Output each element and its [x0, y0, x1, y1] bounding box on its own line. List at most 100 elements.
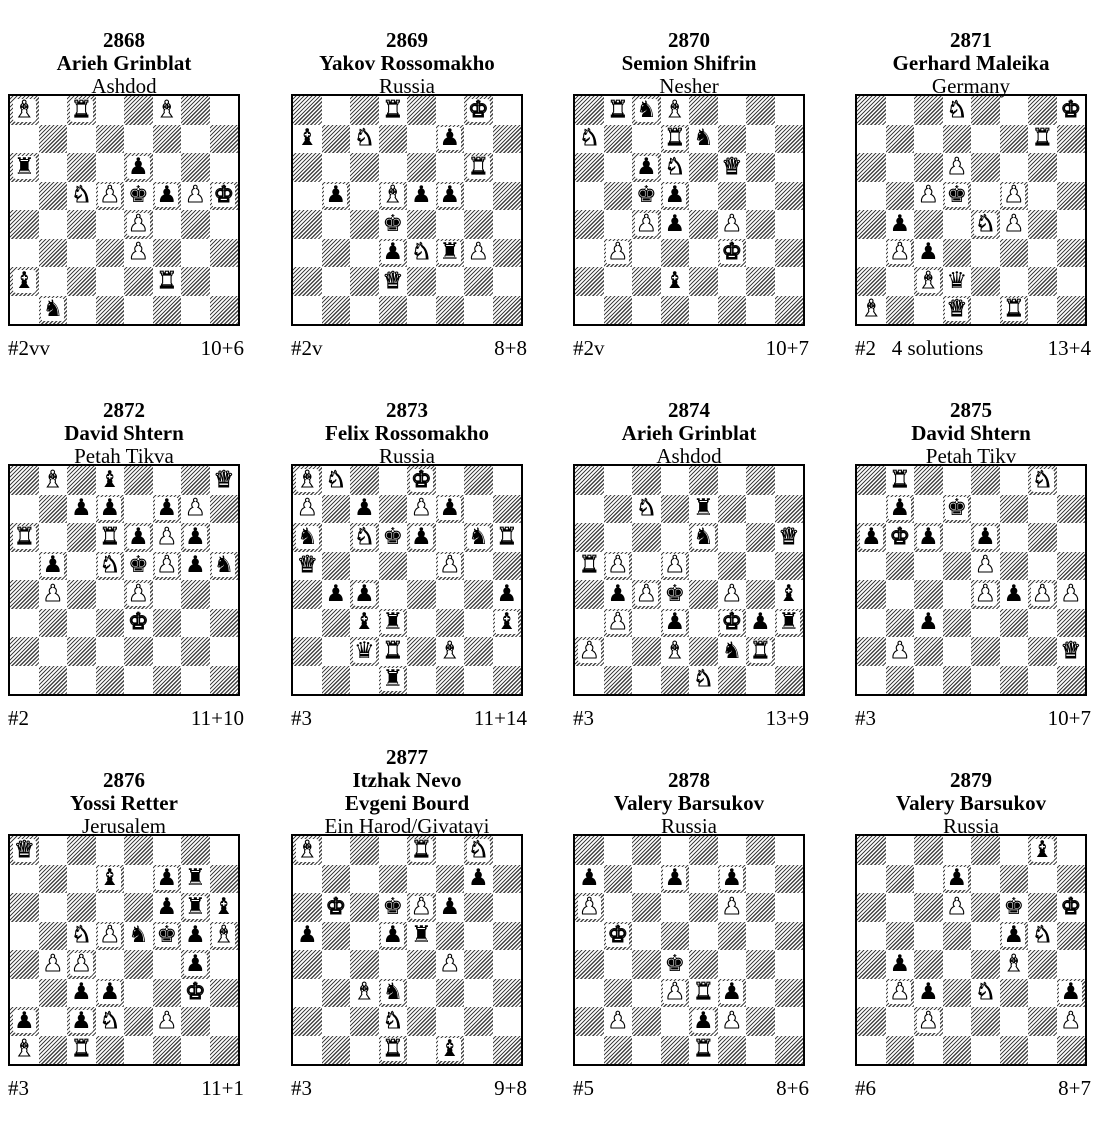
- white-knight-icon: ♞: [1031, 469, 1054, 492]
- square-h1: [775, 296, 804, 325]
- square-g2: [464, 637, 493, 666]
- square-b4: [322, 950, 351, 979]
- square-e3: [407, 979, 436, 1008]
- stipulation: #2v: [291, 336, 323, 360]
- square-f1: [153, 666, 182, 695]
- square-c4: [350, 950, 379, 979]
- square-d6: [96, 893, 125, 922]
- black-pawn-icon: ♟: [918, 611, 939, 634]
- white-king-icon: ♚: [720, 241, 743, 264]
- square-a8: ♝: [293, 466, 322, 495]
- square-f8: [436, 836, 465, 865]
- white-rook-icon: ♜: [381, 1038, 404, 1061]
- square-g3: [746, 979, 775, 1008]
- white-rook-icon: ♜: [607, 99, 628, 122]
- black-king-icon: ♚: [155, 924, 178, 947]
- square-d6: ♚: [379, 523, 408, 552]
- black-pawn-icon: ♟: [98, 497, 121, 520]
- square-c3: [632, 979, 661, 1008]
- black-knight-icon: ♞: [212, 554, 235, 577]
- square-a1: [575, 296, 604, 325]
- square-d6: ♟: [943, 153, 972, 182]
- black-pawn-icon: ♟: [155, 497, 178, 520]
- square-f2: ♞: [718, 637, 747, 666]
- square-f1: [436, 666, 465, 695]
- problem-header: 2875David ShternPetah Tikv: [849, 399, 1093, 468]
- square-d6: ♞: [661, 153, 690, 182]
- square-c1: [350, 666, 379, 695]
- square-d6: [661, 523, 690, 552]
- square-g3: ♟: [746, 609, 775, 638]
- square-b2: [39, 637, 68, 666]
- square-e6: [689, 153, 718, 182]
- black-pawn-icon: ♟: [381, 924, 404, 947]
- white-king-icon: ♚: [1060, 99, 1081, 122]
- square-g5: [464, 922, 493, 951]
- chess-board: ♝♜♞♟♚♚♟♟♟♟♜♟♝♞♞♜♝: [291, 834, 523, 1066]
- square-f1: [1000, 1036, 1029, 1065]
- square-b8: [322, 836, 351, 865]
- square-f7: ♟: [436, 125, 465, 154]
- square-a4: [293, 580, 322, 609]
- square-e5: [689, 182, 718, 211]
- square-c3: [67, 609, 96, 638]
- white-queen-icon: ♛: [13, 839, 36, 862]
- square-d4: ♚: [379, 210, 408, 239]
- square-d3: [96, 609, 125, 638]
- square-d6: ♟: [943, 893, 972, 922]
- square-e2: [407, 637, 436, 666]
- black-pawn-icon: ♟: [860, 526, 883, 549]
- square-f4: ♝: [1000, 950, 1029, 979]
- square-c2: [632, 267, 661, 296]
- square-b3: [886, 609, 915, 638]
- square-a4: [857, 580, 886, 609]
- black-bishop-icon: ♝: [778, 583, 799, 606]
- problem-header: 2873Felix RossomakhoRussia: [285, 399, 529, 468]
- square-d7: [943, 125, 972, 154]
- square-d1: [379, 296, 408, 325]
- square-a8: [575, 836, 604, 865]
- square-b1: [39, 1036, 68, 1065]
- square-b6: [322, 523, 351, 552]
- black-pawn-icon: ♟: [324, 184, 347, 207]
- square-c6: ♟: [914, 523, 943, 552]
- problem-number: 2871: [849, 29, 1093, 52]
- square-g6: ♞: [464, 523, 493, 552]
- black-knight-icon: ♞: [128, 924, 149, 947]
- square-b8: [604, 836, 633, 865]
- chess-board: ♝♞♚♟♟♟♟♞♞♚♟♞♜♛♟♟♟♟♝♜♝♛♜♝♜: [291, 464, 523, 696]
- square-c1: ♜: [67, 1036, 96, 1065]
- square-e2: [124, 1007, 153, 1036]
- white-knight-icon: ♞: [71, 184, 92, 207]
- square-b6: ♚: [886, 523, 915, 552]
- square-f8: [1000, 96, 1029, 125]
- problem-header: 2872David ShternPetah Tikva: [2, 399, 246, 468]
- square-a7: [857, 495, 886, 524]
- stipulation: #3: [291, 706, 312, 730]
- square-d7: [661, 495, 690, 524]
- square-d2: [96, 267, 125, 296]
- square-b2: [604, 637, 633, 666]
- square-b2: [39, 267, 68, 296]
- white-rook-icon: ♜: [663, 127, 686, 150]
- square-b2: [886, 1007, 915, 1036]
- square-b4: [886, 580, 915, 609]
- square-b2: [322, 1007, 351, 1036]
- square-g7: [464, 495, 493, 524]
- piece-count: 11+10: [191, 706, 244, 730]
- square-h6: [210, 153, 239, 182]
- square-g5: ♞: [1028, 922, 1057, 951]
- square-a6: [10, 893, 39, 922]
- square-f2: ♜: [153, 267, 182, 296]
- square-c8: [350, 96, 379, 125]
- square-a8: [857, 836, 886, 865]
- problem-number: 2868: [2, 29, 246, 52]
- square-g6: [746, 893, 775, 922]
- square-d3: [943, 239, 972, 268]
- white-king-icon: ♚: [410, 469, 433, 492]
- square-h2: [775, 267, 804, 296]
- white-pawn-icon: ♟: [975, 554, 996, 577]
- black-pawn-icon: ♟: [438, 127, 461, 150]
- square-h4: [210, 210, 239, 239]
- square-b5: [39, 922, 68, 951]
